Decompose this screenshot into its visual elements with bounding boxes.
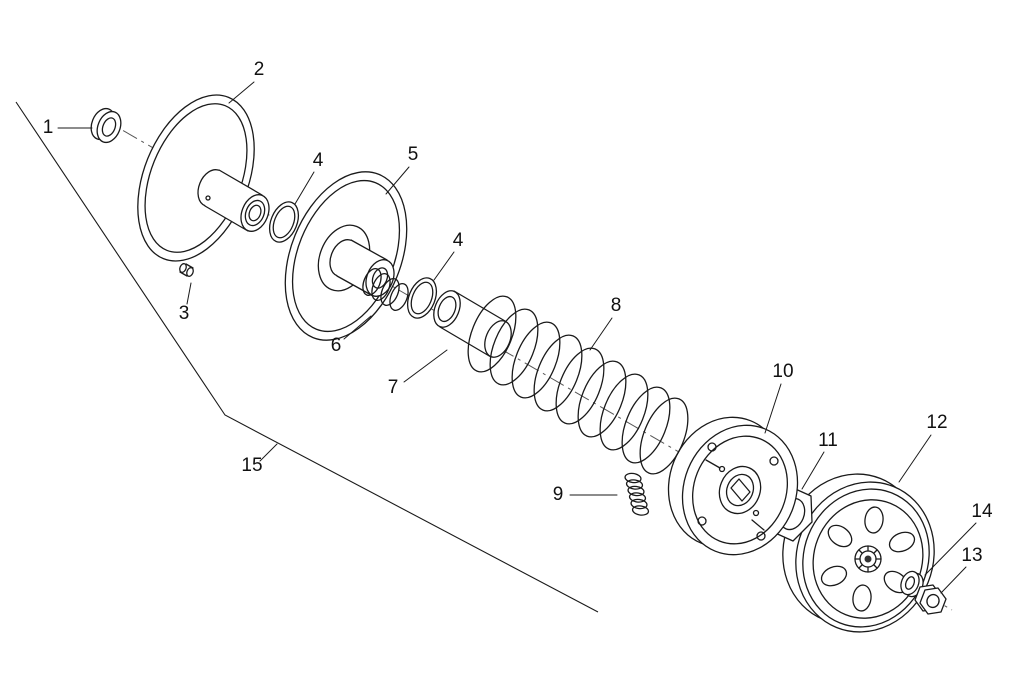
part-14-washer xyxy=(900,570,924,598)
leader-4b xyxy=(433,251,455,281)
part-5-pulley-half-inner xyxy=(284,171,408,341)
callout-1: 1 xyxy=(43,117,54,138)
callout-2: 2 xyxy=(254,59,265,80)
leader-13 xyxy=(940,566,967,594)
callout-14: 14 xyxy=(971,501,993,522)
callout-4b: 4 xyxy=(453,230,464,251)
callout-15: 15 xyxy=(241,455,262,476)
leader-5 xyxy=(385,166,410,195)
callout-labels: 1 2 3 4 5 4 6 7 8 9 10 11 12 13 14 15 xyxy=(43,59,993,566)
part-12-clutch-bell xyxy=(782,473,935,633)
leader-6 xyxy=(343,315,372,340)
callout-6: 6 xyxy=(331,335,342,356)
leader-14 xyxy=(924,522,977,576)
callout-8: 8 xyxy=(611,295,622,316)
callout-12: 12 xyxy=(926,412,947,433)
callout-10: 10 xyxy=(772,361,793,382)
leader-4a xyxy=(294,171,315,205)
callout-13: 13 xyxy=(961,545,982,566)
callout-11: 11 xyxy=(818,430,838,451)
part-9-shoe-spring xyxy=(624,472,650,516)
leader-10 xyxy=(764,383,782,434)
leader-lines xyxy=(57,81,977,594)
part-1-seal-washer xyxy=(90,107,122,144)
assembly-reference-line-15 xyxy=(15,101,599,613)
leader-3 xyxy=(186,282,192,305)
part-8-compression-spring xyxy=(467,295,689,475)
callout-4a: 4 xyxy=(313,150,324,171)
parts-drawing xyxy=(90,94,947,633)
part-2-pulley-half xyxy=(137,94,270,262)
leader-15 xyxy=(259,443,278,462)
part-13-hex-nut xyxy=(914,584,947,615)
leader-8 xyxy=(589,317,613,351)
part-10-clutch-shoe-assembly xyxy=(667,416,799,556)
part-6-small-spring xyxy=(362,268,409,311)
callout-9: 9 xyxy=(553,484,564,505)
leader-2 xyxy=(228,81,255,104)
leader-11 xyxy=(801,451,825,490)
part-3-pin xyxy=(179,263,194,277)
part-4-oring-rear xyxy=(406,277,438,319)
leader-7 xyxy=(403,349,448,383)
callout-3: 3 xyxy=(179,303,190,324)
callout-5: 5 xyxy=(408,144,419,165)
callout-7: 7 xyxy=(388,377,399,398)
part-7-spacer-sleeve xyxy=(433,290,512,358)
part-4-oring-front xyxy=(268,201,300,243)
leader-12 xyxy=(898,434,932,483)
